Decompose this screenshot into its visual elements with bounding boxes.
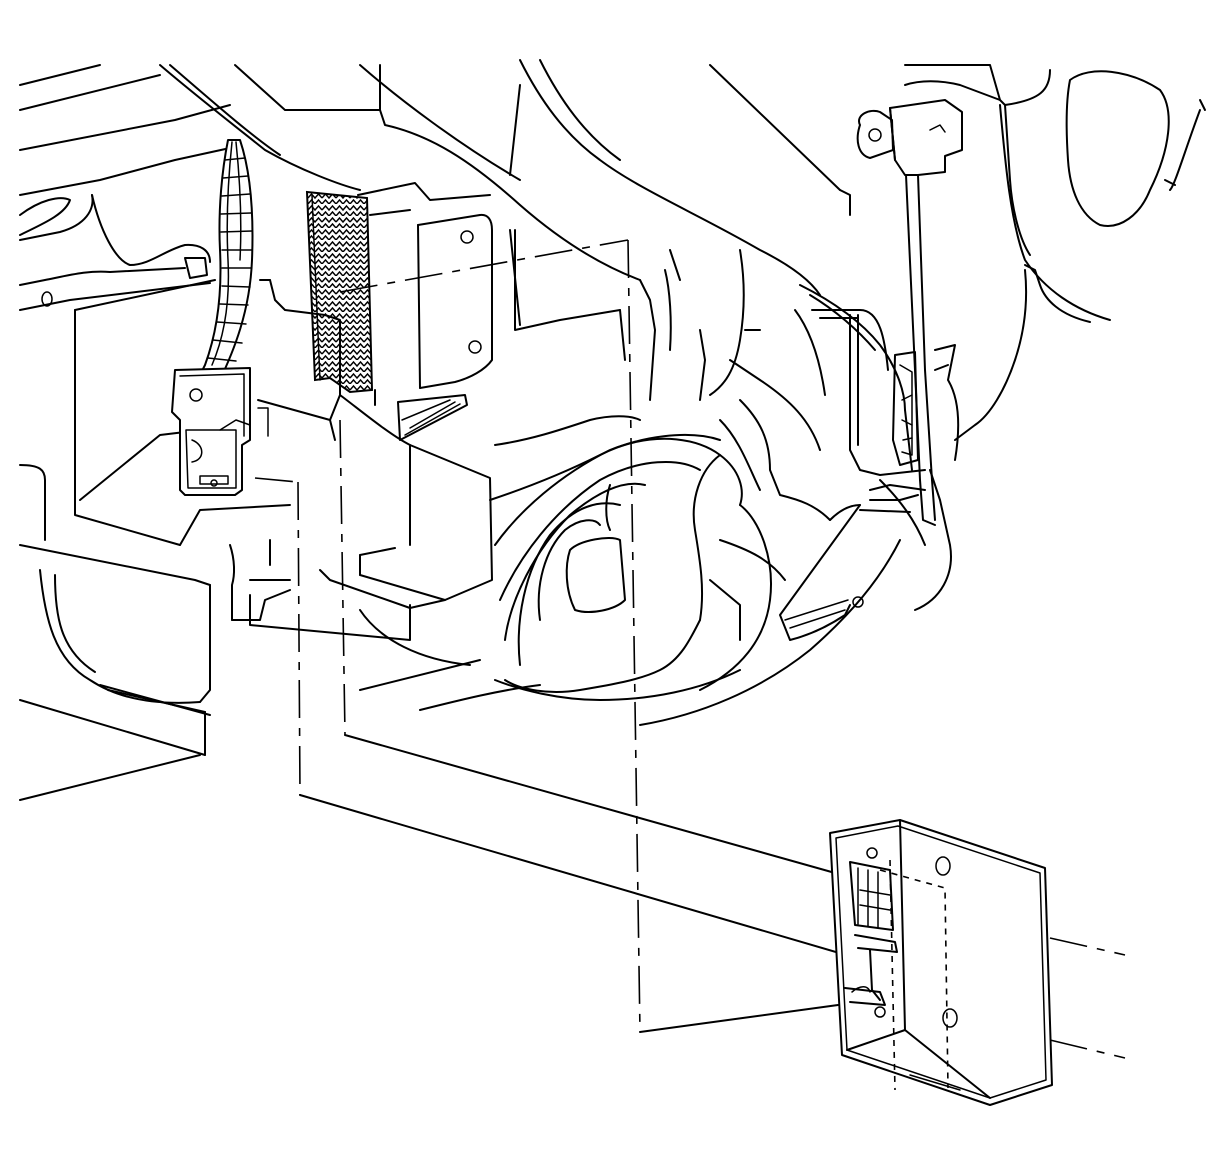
harness-connector <box>171 367 269 496</box>
dash-panel-left <box>19 64 446 801</box>
electronic-module <box>829 819 1053 1106</box>
instrument-panel-frame <box>159 59 1206 323</box>
floor-console-area <box>359 229 901 726</box>
wiring-harness <box>194 139 254 391</box>
insulation-pad <box>305 190 374 394</box>
leader-lines <box>254 239 1126 1059</box>
mounting-bracket <box>257 182 493 601</box>
accelerator-pedal <box>779 269 1028 641</box>
